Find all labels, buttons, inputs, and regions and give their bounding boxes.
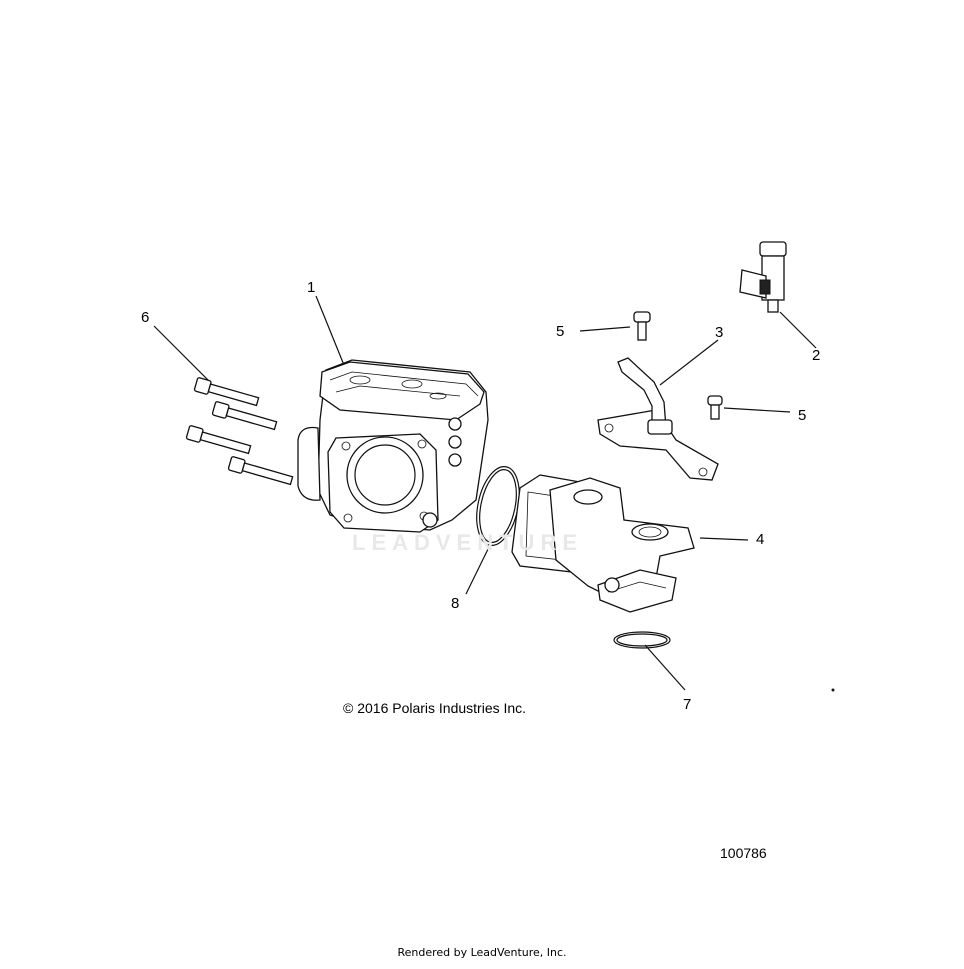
footer-credit: Rendered by LeadVenture, Inc. (397, 946, 567, 959)
intake-adapter-part-4 (511, 474, 695, 613)
leader-lines (153, 295, 817, 691)
callout-5-upper: 5 (556, 323, 565, 340)
figure-number: 100786 (720, 845, 767, 861)
callout-4: 4 (756, 531, 765, 548)
watermark: LEADVENTURE (352, 530, 584, 555)
callout-3: 3 (715, 324, 724, 341)
callout-2: 2 (812, 347, 821, 364)
screws-part-5 (633, 311, 723, 420)
callout-8: 8 (451, 595, 460, 612)
callout-7: 7 (683, 696, 692, 713)
callout-6: 6 (141, 309, 150, 326)
callout-1: 1 (307, 279, 316, 296)
fuel-injector-part-2 (739, 241, 787, 313)
bolts-part-6 (185, 377, 294, 486)
o-ring-part-7 (613, 631, 671, 649)
fuel-rail-part-3 (597, 357, 719, 481)
copyright-text: © 2016 Polaris Industries Inc. (343, 700, 527, 716)
callout-5-lower: 5 (798, 407, 807, 424)
throttle-body-part-1 (297, 359, 489, 533)
